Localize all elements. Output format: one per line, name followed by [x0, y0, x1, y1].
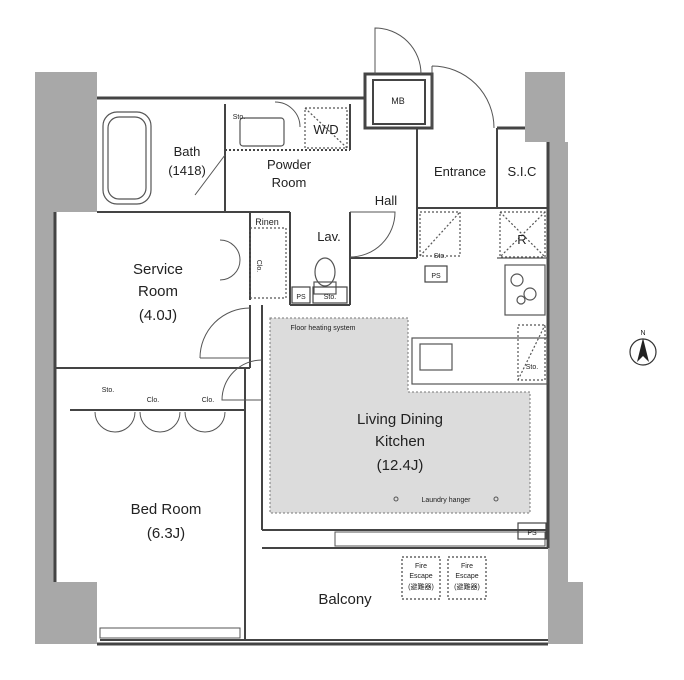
- fire-escape-a-label: Escape: [409, 573, 432, 580]
- sto-label: Sto.: [102, 387, 115, 394]
- door-service-room: [199, 307, 251, 359]
- refrigerator-label: R: [517, 232, 526, 247]
- mb-label: MB: [391, 96, 405, 106]
- ps-box: [517, 522, 547, 540]
- ps-box: [291, 286, 311, 304]
- bed-room-size: (6.3J): [147, 525, 185, 542]
- column-bottom-right: [548, 582, 583, 644]
- clo-label: Clo.: [147, 397, 160, 404]
- hanger-hook-icon: [393, 496, 399, 502]
- sto-label: Sto.: [324, 294, 337, 301]
- bath-label: Bath: [174, 144, 201, 159]
- lav-label: Lav.: [317, 229, 341, 244]
- powder-room-label: Powder: [267, 157, 312, 172]
- washbasin-icon: [239, 117, 285, 147]
- hanger-hook-icon: [493, 496, 499, 502]
- compass-label: N: [640, 330, 645, 337]
- column-top-left: [35, 72, 97, 212]
- door-bath: [194, 154, 226, 196]
- sto-label: Sto.: [526, 364, 539, 371]
- kitchen: [411, 211, 548, 385]
- floor-heating-area: [269, 317, 531, 514]
- small-labels: Sto. Sto. PS PS Sto. Sto. Sto. PS Clo. C…: [102, 114, 539, 591]
- bath-fixtures: [102, 107, 348, 299]
- fire-escape-b-label: (避難器): [454, 582, 480, 591]
- kitchen-counter: [411, 337, 548, 385]
- door-hall: [349, 211, 396, 258]
- service-room-label: Service: [133, 261, 183, 278]
- refrigerator-space: [499, 211, 546, 258]
- fire-escape-b-label: Escape: [455, 573, 478, 580]
- sink-icon: [419, 343, 453, 371]
- utility-boxes: [291, 265, 547, 600]
- hall-label: Hall: [375, 193, 398, 208]
- bath-size: (1418): [168, 163, 206, 178]
- door-entrance: [431, 65, 495, 129]
- burner-icon: [510, 273, 524, 287]
- column-bottom-left: [35, 582, 97, 644]
- room-labels: Bath (1418) Powder Room W/D MB Entrance …: [131, 96, 537, 608]
- rinen-label: Rinen: [255, 217, 279, 227]
- interior-walls: [55, 72, 548, 641]
- wall-left: [35, 212, 55, 582]
- burner-icon: [516, 295, 526, 305]
- toilet-icon: [314, 257, 336, 287]
- columns: [35, 72, 583, 644]
- sto-box: [312, 286, 348, 304]
- sto-label: Sto.: [434, 253, 447, 260]
- service-room-size: (4.0J): [139, 307, 177, 324]
- bathtub-icon: [102, 111, 152, 205]
- column-top-right: [525, 72, 565, 142]
- fire-escape-a-label: Fire: [415, 563, 427, 570]
- service-room-label: Room: [138, 283, 178, 300]
- ps-label: PS: [527, 530, 537, 537]
- ps-label: PS: [431, 273, 441, 280]
- door-clo-service: [219, 239, 241, 281]
- fire-escape-b-label: Fire: [461, 563, 473, 570]
- laundry-hanger-label: Laundry hanger: [421, 497, 471, 504]
- washer-space: [304, 107, 348, 149]
- door-mb: [374, 27, 422, 75]
- ldk-label: Kitchen: [375, 433, 425, 450]
- clo-label: Clo.: [255, 260, 262, 273]
- balcony-window: [334, 531, 546, 547]
- powder-room-label: Room: [272, 175, 307, 190]
- wd-label: W/D: [313, 122, 338, 137]
- bed-room-label: Bed Room: [131, 501, 202, 518]
- burner-icon: [523, 287, 537, 301]
- door-clo-1: [94, 411, 136, 433]
- balcony-label: Balcony: [318, 591, 372, 608]
- wall-right: [548, 142, 568, 582]
- stove: [504, 264, 546, 316]
- sto-label: Sto.: [233, 114, 246, 121]
- north-compass-icon: N: [629, 330, 657, 366]
- floor-heating-label: Floor heating system: [291, 325, 356, 332]
- ps-label: PS: [296, 294, 306, 301]
- clo-label: Clo.: [202, 397, 215, 404]
- door-clo-2: [139, 411, 181, 433]
- ps-box: [424, 265, 448, 283]
- ldk-size: (12.4J): [377, 457, 424, 474]
- fire-escape-a-label: (避難器): [408, 582, 434, 591]
- ldk-label: Living Dining: [357, 411, 443, 428]
- entrance-label: Entrance: [434, 164, 486, 179]
- sic-label: S.I.C: [508, 164, 537, 179]
- door-wd: [274, 101, 301, 128]
- doors: [94, 27, 546, 639]
- door-clo-3: [184, 411, 226, 433]
- bed-window: [99, 627, 241, 639]
- door-bed-room: [221, 359, 263, 401]
